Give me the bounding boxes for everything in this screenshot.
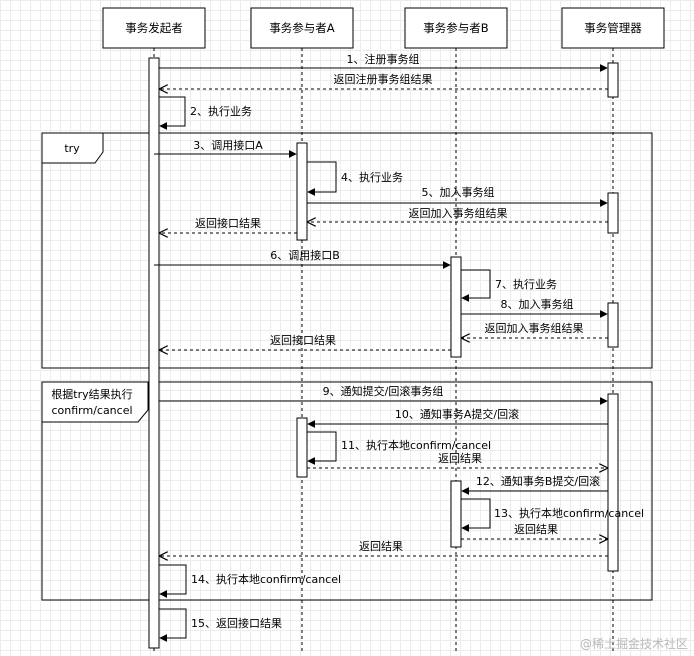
svg-text:15、返回接口结果: 15、返回接口结果 [191, 617, 282, 630]
svg-text:11、执行本地confirm/cancel: 11、执行本地confirm/cancel [341, 438, 491, 452]
return-5: 返回加入事务组结果 [308, 206, 608, 222]
activation-participant-b-1 [450, 256, 462, 358]
return-3: 返回接口结果 [160, 217, 297, 233]
participant-participant-a: 事务参与者A [250, 7, 354, 49]
svg-text:事务参与者B: 事务参与者B [423, 21, 488, 35]
message-6: 6、调用接口B [154, 249, 451, 269]
message-14: 14、执行本地confirm/cancel [159, 564, 341, 598]
svg-text:12、通知事务B提交/回滚: 12、通知事务B提交/回滚 [476, 474, 600, 488]
frame-confirm-cancel: 根据try结果执行 confirm/cancel [41, 381, 653, 601]
participant-participant-b: 事务参与者B [404, 7, 508, 49]
participant-manager: 事务管理器 [561, 7, 665, 49]
return-1: 返回注册事务组结果 [160, 72, 608, 89]
message-7: 7、执行业务 [461, 269, 557, 302]
svg-text:13、执行本地confirm/cancel: 13、执行本地confirm/cancel [494, 506, 644, 520]
return-8: 返回加入事务组结果 [462, 321, 608, 338]
activation-participant-a-2 [296, 417, 308, 478]
message-5: 5、加入事务组 [307, 185, 608, 207]
message-10: 10、通知事务A提交/回滚 [307, 407, 608, 428]
activation-participant-b-2 [450, 480, 462, 548]
svg-text:2、执行业务: 2、执行业务 [190, 104, 252, 118]
svg-text:10、通知事务A提交/回滚: 10、通知事务A提交/回滚 [395, 407, 519, 421]
message-3: 3、调用接口A [154, 139, 297, 158]
svg-text:1、注册事务组: 1、注册事务组 [347, 52, 420, 66]
message-1: 1、注册事务组 [159, 52, 608, 72]
activation-manager-2 [607, 192, 619, 234]
svg-text:事务发起者: 事务发起者 [125, 21, 183, 35]
frame-confirm-label-line1: 根据try结果执行 [51, 387, 132, 401]
activation-participant-a-1 [296, 142, 308, 241]
frame-confirm-label-line2: confirm/cancel [51, 404, 132, 417]
svg-text:返回接口结果: 返回接口结果 [195, 217, 261, 230]
svg-text:返回结果: 返回结果 [438, 452, 482, 465]
return-6: 返回接口结果 [160, 334, 451, 350]
svg-text:返回接口结果: 返回接口结果 [270, 334, 336, 347]
message-15: 15、返回接口结果 [159, 608, 282, 642]
message-11: 11、执行本地confirm/cancel [307, 431, 491, 465]
message-4: 4、执行业务 [307, 161, 403, 196]
svg-text:事务管理器: 事务管理器 [584, 21, 642, 35]
message-13: 13、执行本地confirm/cancel [461, 498, 644, 532]
svg-text:返回注册事务组结果: 返回注册事务组结果 [334, 72, 433, 86]
return-10: 返回结果 [307, 452, 607, 468]
activation-manager-3 [607, 302, 619, 348]
svg-text:6、调用接口B: 6、调用接口B [270, 249, 340, 262]
svg-text:7、执行业务: 7、执行业务 [495, 277, 557, 291]
svg-text:事务参与者A: 事务参与者A [269, 21, 334, 35]
participant-initiator: 事务发起者 [102, 7, 206, 49]
svg-text:返回加入事务组结果: 返回加入事务组结果 [409, 206, 508, 220]
message-9: 9、通知提交/回滚事务组 [159, 384, 608, 405]
activation-initiator [148, 57, 160, 649]
message-12: 12、通知事务B提交/回滚 [461, 474, 608, 495]
activation-manager-4 [607, 393, 619, 572]
frame-try-label: try [64, 142, 80, 155]
svg-text:3、调用接口A: 3、调用接口A [193, 139, 263, 152]
activation-manager-1 [607, 62, 619, 98]
svg-text:14、执行本地confirm/cancel: 14、执行本地confirm/cancel [191, 572, 341, 586]
svg-text:4、执行业务: 4、执行业务 [341, 170, 403, 184]
svg-text:9、通知提交/回滚事务组: 9、通知提交/回滚事务组 [323, 384, 444, 398]
svg-text:5、加入事务组: 5、加入事务组 [422, 185, 495, 199]
svg-text:返回结果: 返回结果 [514, 523, 558, 536]
svg-text:返回加入事务组结果: 返回加入事务组结果 [485, 321, 584, 335]
message-2: 2、执行业务 [159, 96, 252, 130]
svg-text:8、加入事务组: 8、加入事务组 [501, 297, 574, 311]
watermark: @稀土掘金技术社区 [580, 636, 688, 651]
svg-text:返回结果: 返回结果 [359, 540, 403, 553]
return-12: 返回结果 [461, 523, 607, 539]
frame-try: try [41, 132, 653, 369]
message-8: 8、加入事务组 [461, 297, 608, 318]
return-9: 返回结果 [160, 540, 608, 556]
